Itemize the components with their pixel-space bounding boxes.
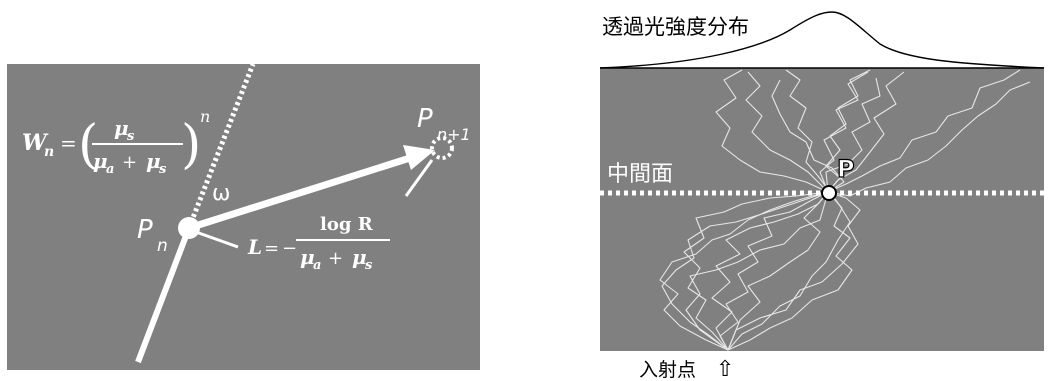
- next-point-label: P: [417, 104, 433, 134]
- weight-num: μ: [114, 116, 129, 140]
- step-den-a: μ: [300, 245, 315, 269]
- weight-num-sub: s: [127, 129, 135, 144]
- photon-path: [719, 69, 1021, 351]
- step-length-pointer: [404, 159, 434, 197]
- weight-lhs: W: [22, 130, 49, 156]
- next-point-circle: [430, 136, 454, 160]
- angle-pointer: [195, 230, 239, 249]
- photon-path: [685, 71, 829, 351]
- weight-den-b-sub: s: [159, 162, 167, 177]
- current-point-sub: n: [157, 236, 168, 256]
- point-p-label: P: [837, 155, 855, 183]
- photon-path: [659, 71, 869, 351]
- weight-den-b: μ: [146, 149, 161, 173]
- angle-omega-label: ω: [212, 181, 230, 206]
- step-lhs: L: [247, 235, 262, 259]
- incident-point-label: 入射点: [639, 359, 696, 381]
- photon-step-diagram: [7, 64, 480, 370]
- paren-left: (: [78, 115, 98, 175]
- weight-den-plus: +: [122, 152, 137, 173]
- distribution-label: 透過光強度分布: [602, 15, 749, 39]
- photon-path: [727, 69, 851, 351]
- photon-path: [715, 69, 853, 351]
- step-den-plus: +: [328, 248, 343, 269]
- step-equals: =: [264, 238, 279, 259]
- previous-direction-extension: [186, 63, 256, 229]
- step-den-b-sub: s: [365, 258, 373, 273]
- weight-exponent: n: [200, 107, 210, 126]
- point-p-marker: [821, 185, 837, 201]
- transmitted-intensity-curve: [599, 11, 1045, 69]
- weight-den-a: μ: [93, 149, 108, 173]
- weight-formula: W n = ( μ s μ a + μ s ) n: [22, 107, 210, 177]
- photon-path: [683, 71, 905, 351]
- next-point-sub: n+1: [437, 125, 471, 144]
- current-point-dot: [178, 217, 200, 239]
- photon-path: [727, 77, 881, 351]
- step-num: log R: [320, 214, 374, 235]
- photon-path: [661, 79, 845, 351]
- step-den-b: μ: [352, 245, 367, 269]
- photon-paths: [659, 69, 1031, 351]
- step-arrowhead: [403, 145, 435, 170]
- incident-arrow-icon: ⇧: [716, 357, 734, 381]
- photon-path: [727, 69, 871, 351]
- incoming-path: [135, 226, 192, 364]
- photon-path: [711, 81, 1031, 351]
- step-formula: L = − log R μ a + μ s: [247, 214, 390, 273]
- weight-equals: =: [60, 131, 77, 155]
- step-minus: −: [282, 238, 297, 259]
- paren-right: ): [181, 115, 201, 175]
- photon-paths-panel: [600, 68, 1044, 351]
- weight-den-a-sub: a: [106, 162, 114, 177]
- mid-plane-label: 中間面: [607, 162, 673, 187]
- current-point-label: P: [137, 215, 153, 245]
- step-den-a-sub: a: [313, 258, 321, 273]
- weight-lhs-sub: n: [44, 144, 54, 160]
- step-arrow: [187, 154, 412, 232]
